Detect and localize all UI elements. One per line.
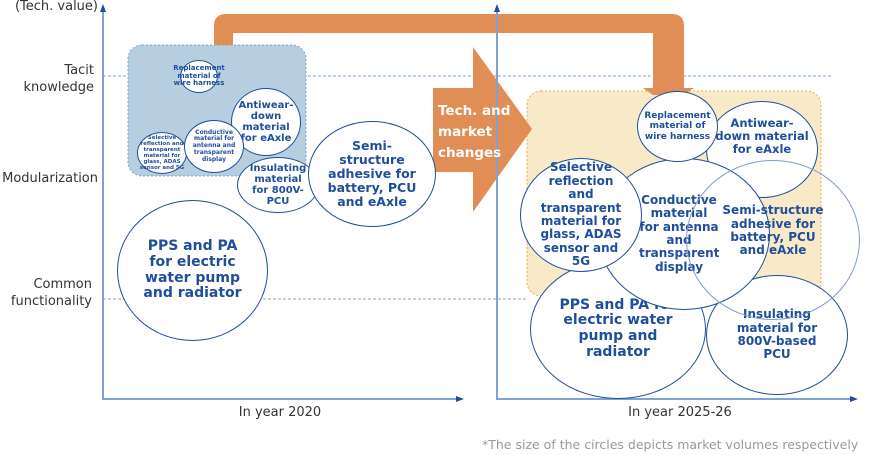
left-x-axis-arrowhead — [456, 396, 464, 402]
y-level-common-functionality: Common functionality — [10, 277, 92, 309]
left-bubble-conductive: Conductive material for antenna and tran… — [184, 120, 244, 173]
y-level-tacit-knowledge: Tacit knowledge — [23, 63, 94, 95]
left-bubble-semi-structure-label: Semi-structure adhesive for battery, PCU… — [327, 138, 417, 209]
right-x-axis-arrowhead — [850, 396, 858, 402]
left-bubble-insulating: Insulating material for 800V-PCU — [237, 157, 319, 213]
right-bubble-selective-reflection-label: Selective reflection and transparent mat… — [540, 160, 622, 269]
right-x-axis-label: In year 2025-26 — [628, 405, 732, 420]
left-bubble-selective-reflection: Selective reflection and transparent mat… — [137, 132, 187, 174]
tech-market-change-arrow — [433, 47, 532, 212]
left-bubble-wire-harness-label: Replacement material of wire harness — [173, 63, 225, 88]
right-bubble-wire-harness: Replacement material of wire harness — [637, 91, 718, 162]
right-bubble-selective-reflection: Selective reflection and transparent mat… — [520, 158, 642, 272]
tech-market-change-label: Tech. and market changes — [438, 103, 511, 161]
footnote: *The size of the circles depicts market … — [482, 437, 859, 452]
right-y-axis-arrowhead — [494, 4, 500, 12]
left-bubble-pps-pa-label: PPS and PA for electric water pump and r… — [143, 238, 242, 302]
right-bubble-antiwear-label: Antiwear-down material for eAxle — [715, 116, 809, 156]
left-y-axis-arrowhead — [100, 4, 106, 12]
right-bubble-semi-structure-label: Semi-structure adhesive for battery, PCU… — [722, 203, 824, 258]
right-bubble-wire-harness-label: Replacement material of wire harness — [644, 111, 711, 142]
left-bubble-pps-pa: PPS and PA for electric water pump and r… — [117, 200, 268, 341]
wire-harness-transition-arrow — [214, 14, 694, 95]
y-level-modularization: Modularization — [2, 171, 98, 186]
right-bubble-semi-structure: Semi-structure adhesive for battery, PCU… — [686, 160, 860, 320]
left-bubble-insulating-label: Insulating material for 800V-PCU — [249, 162, 307, 208]
left-bubble-semi-structure: Semi-structure adhesive for battery, PCU… — [308, 121, 436, 227]
left-bubble-conductive-label: Conductive material for antenna and tran… — [192, 128, 236, 163]
left-bubble-wire-harness: Replacement material of wire harness — [173, 60, 225, 93]
left-bubble-antiwear-label: Antiwear-down material for eAxle — [238, 99, 294, 145]
y-axis-title: (Tech. value) — [14, 0, 98, 14]
left-bubble-selective-reflection-label: Selective reflection and transparent mat… — [139, 134, 185, 172]
left-x-axis-label: In year 2020 — [238, 405, 322, 420]
